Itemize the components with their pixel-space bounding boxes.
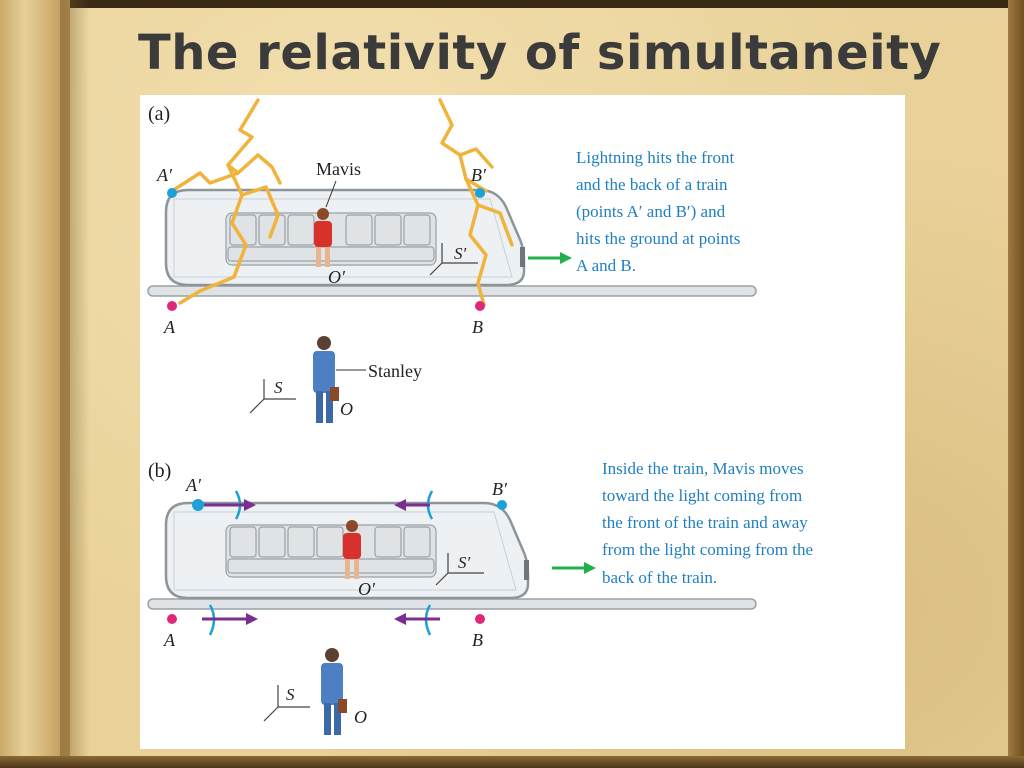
figure-svg: (a) <box>147 98 813 735</box>
panel-a-lightning <box>170 98 514 307</box>
svg-text:the front of the train and awa: the front of the train and away <box>602 513 808 532</box>
panel-b-light-fronts-train <box>204 490 434 520</box>
panel-a-b-prime-label: B′ <box>471 165 487 185</box>
panel-a-track <box>147 285 757 297</box>
panel-b-velocity-arrowhead <box>584 562 596 574</box>
panel-a-a-label: A <box>163 317 176 337</box>
panel-a-b-label: B <box>472 317 483 337</box>
panel-a-s-prime-label: S′ <box>454 244 467 263</box>
svg-text:back of the train.: back of the train. <box>602 568 717 587</box>
spine-shadow <box>60 0 90 768</box>
panel-b-point-a-dot <box>167 614 177 624</box>
slide-title: The relativity of simultaneity <box>138 25 942 81</box>
panel-b-s-axes <box>263 685 310 722</box>
panel-a-mavis-label: Mavis <box>316 159 361 179</box>
panel-b-s-label: S <box>286 685 295 704</box>
svg-text:Lightning hits the front: Lightning hits the front <box>576 148 734 167</box>
panel-b: (b) A′ B′ A B <box>147 459 813 735</box>
panel-b-a-label: A <box>163 630 176 650</box>
book-edge-right <box>1008 0 1024 768</box>
panel-a-point-b-dot <box>475 301 485 311</box>
panel-b-b-prime-label: B′ <box>492 479 508 499</box>
panel-a: (a) <box>147 98 757 423</box>
svg-text:from the light coming from the: from the light coming from the <box>602 540 813 559</box>
svg-text:toward the light coming from: toward the light coming from <box>602 486 802 505</box>
svg-text:Inside the train, Mavis moves: Inside the train, Mavis moves <box>602 459 804 478</box>
panel-b-point-b-dot <box>475 614 485 624</box>
panel-b-a-prime-label: A′ <box>185 475 202 495</box>
panel-b-seats <box>225 524 437 578</box>
panel-b-mavis-figure <box>343 520 361 579</box>
panel-a-mavis-leader <box>325 180 337 208</box>
svg-text:hits the ground at points: hits the ground at points <box>576 229 740 248</box>
panel-b-point-a-prime-dot <box>192 499 204 511</box>
panel-b-train-window <box>173 511 517 591</box>
panel-a-point-a-dot <box>167 301 177 311</box>
panel-b-point-b-prime-dot <box>497 500 507 510</box>
panel-a-headlight <box>520 247 525 267</box>
svg-text:(points A′ and B′) and: (points A′ and B′) and <box>576 202 726 221</box>
svg-text:and the back of a train: and the back of a train <box>576 175 728 194</box>
panel-a-label: (a) <box>148 103 170 125</box>
panel-a-o-prime-label: O′ <box>328 267 346 287</box>
panel-b-caption: Inside the train, Mavis moves toward the… <box>602 459 813 587</box>
panel-a-stanley-figure <box>313 336 339 423</box>
panel-b-o-label: O <box>354 707 367 727</box>
panel-b-stanley-figure <box>321 648 347 735</box>
panel-a-a-prime-label: A′ <box>156 165 173 185</box>
relativity-figure: (a) <box>140 95 905 749</box>
panel-a-caption: Lightning hits the front and the back of… <box>576 148 740 275</box>
panel-a-train-window <box>173 198 513 278</box>
panel-b-light-fronts-ground <box>202 604 440 636</box>
panel-a-s-label: S <box>274 378 283 397</box>
panel-b-s-prime-axes <box>435 553 484 586</box>
panel-b-headlight <box>524 560 529 580</box>
panel-a-s-axes <box>249 379 296 414</box>
svg-text:A and B.: A and B. <box>576 256 636 275</box>
panel-a-stanley-label: Stanley <box>368 361 422 381</box>
panel-a-o-label: O <box>340 399 353 419</box>
panel-a-mavis-figure <box>314 208 332 267</box>
book-edge-bottom <box>0 756 1024 768</box>
panel-b-s-prime-label: S′ <box>458 553 471 572</box>
book-spine <box>0 0 70 768</box>
panel-b-b-label: B <box>472 630 483 650</box>
panel-b-track <box>147 598 757 610</box>
panel-a-seats <box>225 212 437 266</box>
panel-a-velocity-arrowhead <box>560 252 572 264</box>
panel-b-label: (b) <box>148 460 171 482</box>
panel-a-point-a-prime-dot <box>167 188 177 198</box>
panel-a-s-prime-axes <box>429 243 478 276</box>
panel-a-point-b-prime-dot <box>475 188 485 198</box>
panel-b-o-prime-label: O′ <box>358 579 376 599</box>
